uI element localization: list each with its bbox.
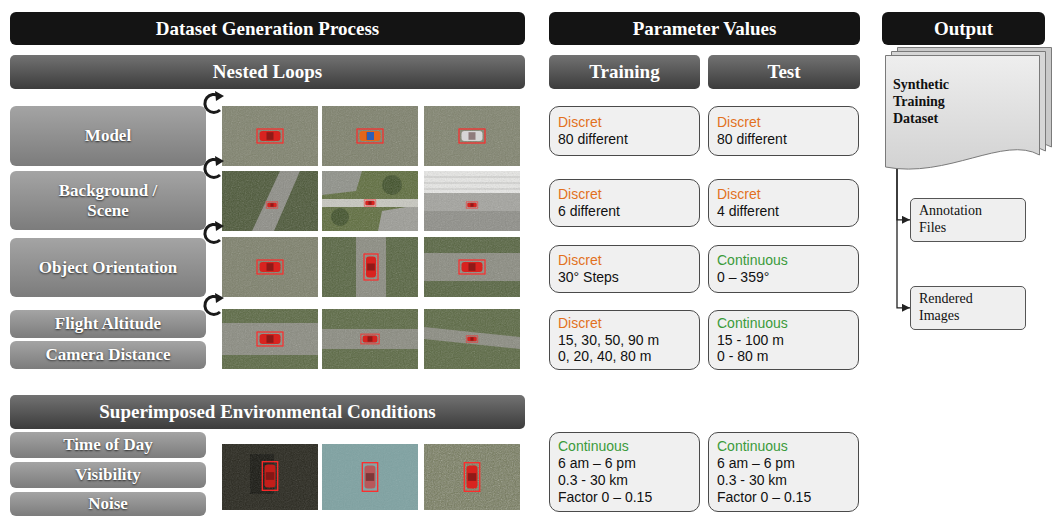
section-bar: Test [708, 55, 860, 89]
loop-parameter-box: Camera Distance [10, 341, 206, 369]
loop-parameter-box: Flight Altitude [10, 310, 206, 338]
box-label: Parameter Values [633, 18, 777, 40]
box-label: Model [85, 126, 131, 146]
output-file-box: Rendered Images [910, 286, 1026, 330]
box-label: Noise [88, 494, 128, 514]
loop-parameter-box: Object Orientation [10, 238, 206, 297]
box-label: Output [934, 18, 993, 40]
parameter-type: Continuous [717, 438, 788, 455]
parameter-value: Factor 0 – 0.15 [717, 489, 811, 506]
parameter-box: Discret15, 30, 50, 90 m0, 20, 40, 80 m [549, 310, 700, 370]
parameter-value: 80 different [558, 131, 628, 148]
loop-icons [205, 91, 224, 314]
parameter-value: 6 different [558, 203, 620, 220]
loop-parameter-box: Visibility [10, 462, 206, 488]
box-label: Annotation Files [919, 203, 999, 237]
parameter-type: Discret [558, 315, 602, 332]
box-label: Training [589, 61, 659, 83]
output-document: Synthetic Training Dataset [885, 55, 1040, 175]
parameter-type: Continuous [717, 252, 788, 269]
parameter-value: Factor 0 – 0.15 [558, 489, 652, 506]
column-header: Parameter Values [549, 12, 860, 45]
box-label: Time of Day [63, 435, 152, 455]
box-label: Superimposed Environmental Conditions [99, 401, 435, 423]
parameter-type: Discret [717, 114, 761, 131]
section-bar: Training [549, 55, 700, 89]
parameter-type: Discret [558, 252, 602, 269]
parameter-box: Continuous6 am – 6 pm0.3 - 30 kmFactor 0… [549, 432, 700, 512]
section-bar: Nested Loops [10, 55, 525, 89]
parameter-value: 0.3 - 30 km [558, 472, 628, 489]
parameter-value: 80 different [717, 131, 787, 148]
parameter-value: 15 - 100 m [717, 332, 784, 349]
box-label: Camera Distance [45, 345, 170, 365]
parameter-type: Discret [558, 114, 602, 131]
parameter-type: Continuous [717, 315, 788, 332]
box-label: Visibility [75, 465, 141, 485]
box-label: Rendered Images [919, 291, 999, 325]
parameter-value: 0 - 80 m [717, 348, 768, 365]
parameter-value: 0 – 359° [717, 269, 769, 286]
box-label: Nested Loops [213, 61, 322, 83]
parameter-value: 15, 30, 50, 90 m [558, 332, 659, 349]
parameter-value: 4 different [717, 203, 779, 220]
parameter-box: Continuous15 - 100 m0 - 80 m [708, 310, 859, 370]
loop-parameter-box: Noise [10, 492, 206, 516]
parameter-value: 30° Steps [558, 269, 619, 286]
document-shape [886, 56, 1040, 170]
parameter-box: Discret6 different [549, 179, 700, 227]
section-bar: Superimposed Environmental Conditions [10, 395, 525, 429]
parameter-type: Discret [558, 186, 602, 203]
box-label: Test [767, 61, 800, 83]
parameter-box: Discret80 different [708, 106, 859, 156]
box-label: Dataset Generation Process [156, 18, 379, 40]
box-label: Object Orientation [39, 258, 177, 278]
box-label: Background / Scene [48, 181, 168, 220]
tree-connector [897, 155, 910, 308]
parameter-value: 6 am – 6 pm [717, 455, 795, 472]
parameter-box: Discret80 different [549, 106, 700, 156]
loop-parameter-box: Time of Day [10, 432, 206, 458]
render-photos [222, 106, 520, 510]
parameter-value: 0, 20, 40, 80 m [558, 348, 651, 365]
parameter-type: Continuous [558, 438, 629, 455]
parameter-type: Discret [717, 186, 761, 203]
output-file-box: Annotation Files [910, 198, 1026, 242]
column-header: Output [882, 12, 1045, 45]
parameter-value: 0.3 - 30 km [717, 472, 787, 489]
parameter-box: Continuous0 – 359° [708, 245, 859, 293]
column-header: Dataset Generation Process [10, 12, 525, 45]
parameter-value: 6 am – 6 pm [558, 455, 636, 472]
parameter-box: Discret4 different [708, 179, 859, 227]
loop-parameter-box: Model [10, 106, 206, 166]
parameter-box: Continuous6 am – 6 pm0.3 - 30 kmFactor 0… [708, 432, 859, 512]
loop-parameter-box: Background / Scene [10, 171, 206, 230]
box-label: Flight Altitude [55, 314, 161, 334]
parameter-box: Discret30° Steps [549, 245, 700, 293]
box-label: Synthetic Training Dataset [893, 77, 973, 127]
